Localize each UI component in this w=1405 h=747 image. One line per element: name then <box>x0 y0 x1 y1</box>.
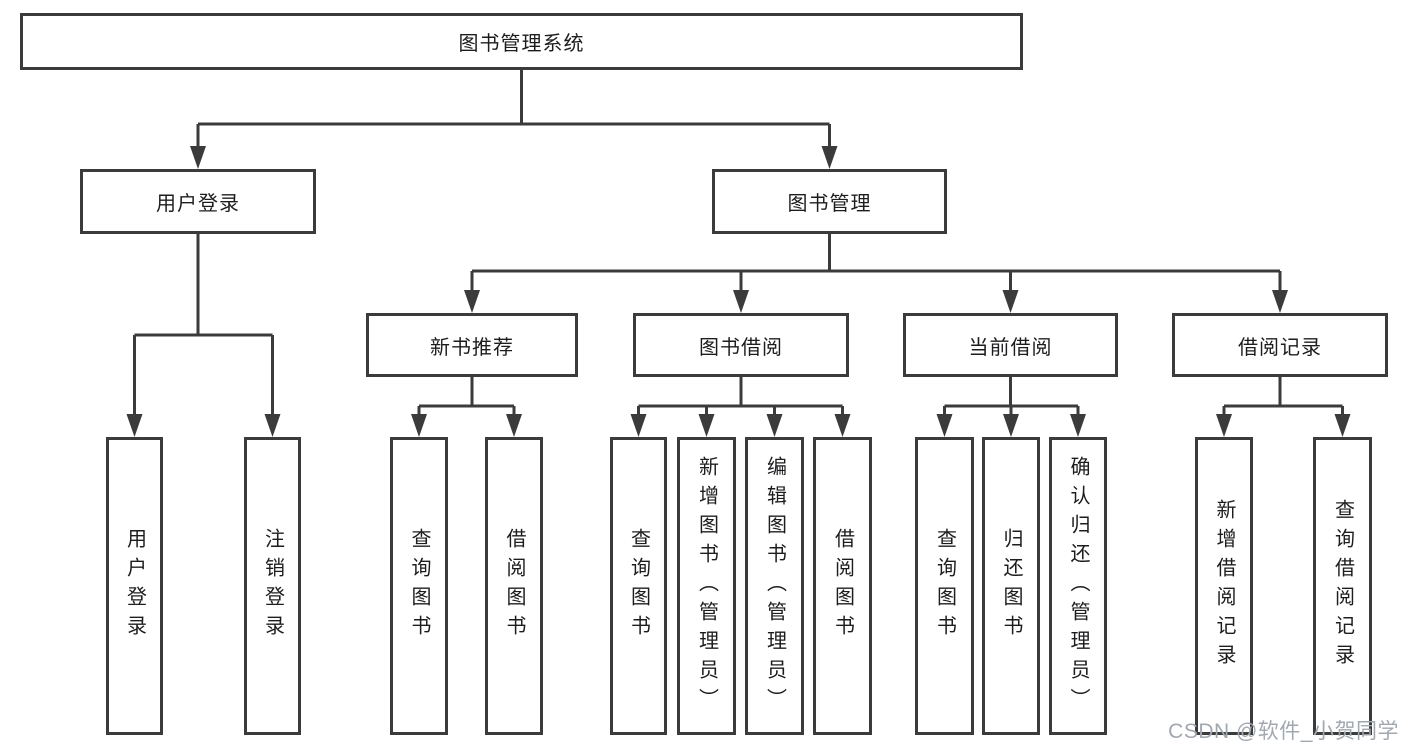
leaf-logout: 注销登录 <box>244 437 301 735</box>
leaf-add-borrow-record: 新增借阅记录 <box>1195 437 1253 735</box>
leaf-query-books: 查询图书 <box>390 437 448 735</box>
node-current-borrowing: 当前借阅 <box>903 313 1118 377</box>
leaf-return-books: 归还图书 <box>982 437 1040 735</box>
leaf-edit-books-admin: 编辑图书（管理员） <box>745 437 804 735</box>
node-book-management-branch: 图书管理 <box>712 169 947 234</box>
arrowhead-icons <box>126 146 1351 437</box>
leaf-confirm-return-admin: 确认归还（管理员） <box>1049 437 1107 735</box>
csdn-watermark: CSDN @软件_小贺同学 <box>1168 720 1399 743</box>
node-book-borrowing: 图书借阅 <box>633 313 849 377</box>
leaf-user-login: 用户登录 <box>106 437 163 735</box>
leaf-query-books: 查询图书 <box>915 437 974 735</box>
node-user-login-branch: 用户登录 <box>80 169 316 234</box>
leaf-query-books: 查询图书 <box>610 437 667 735</box>
node-library-management-system: 图书管理系统 <box>20 13 1023 70</box>
node-borrowing-records: 借阅记录 <box>1172 313 1388 377</box>
node-new-book-recommend: 新书推荐 <box>366 313 578 377</box>
leaf-borrow-books: 借阅图书 <box>485 437 543 735</box>
leaf-borrow-books: 借阅图书 <box>813 437 872 735</box>
leaf-query-borrow-record: 查询借阅记录 <box>1313 437 1372 735</box>
leaf-add-books-admin: 新增图书（管理员） <box>677 437 736 735</box>
